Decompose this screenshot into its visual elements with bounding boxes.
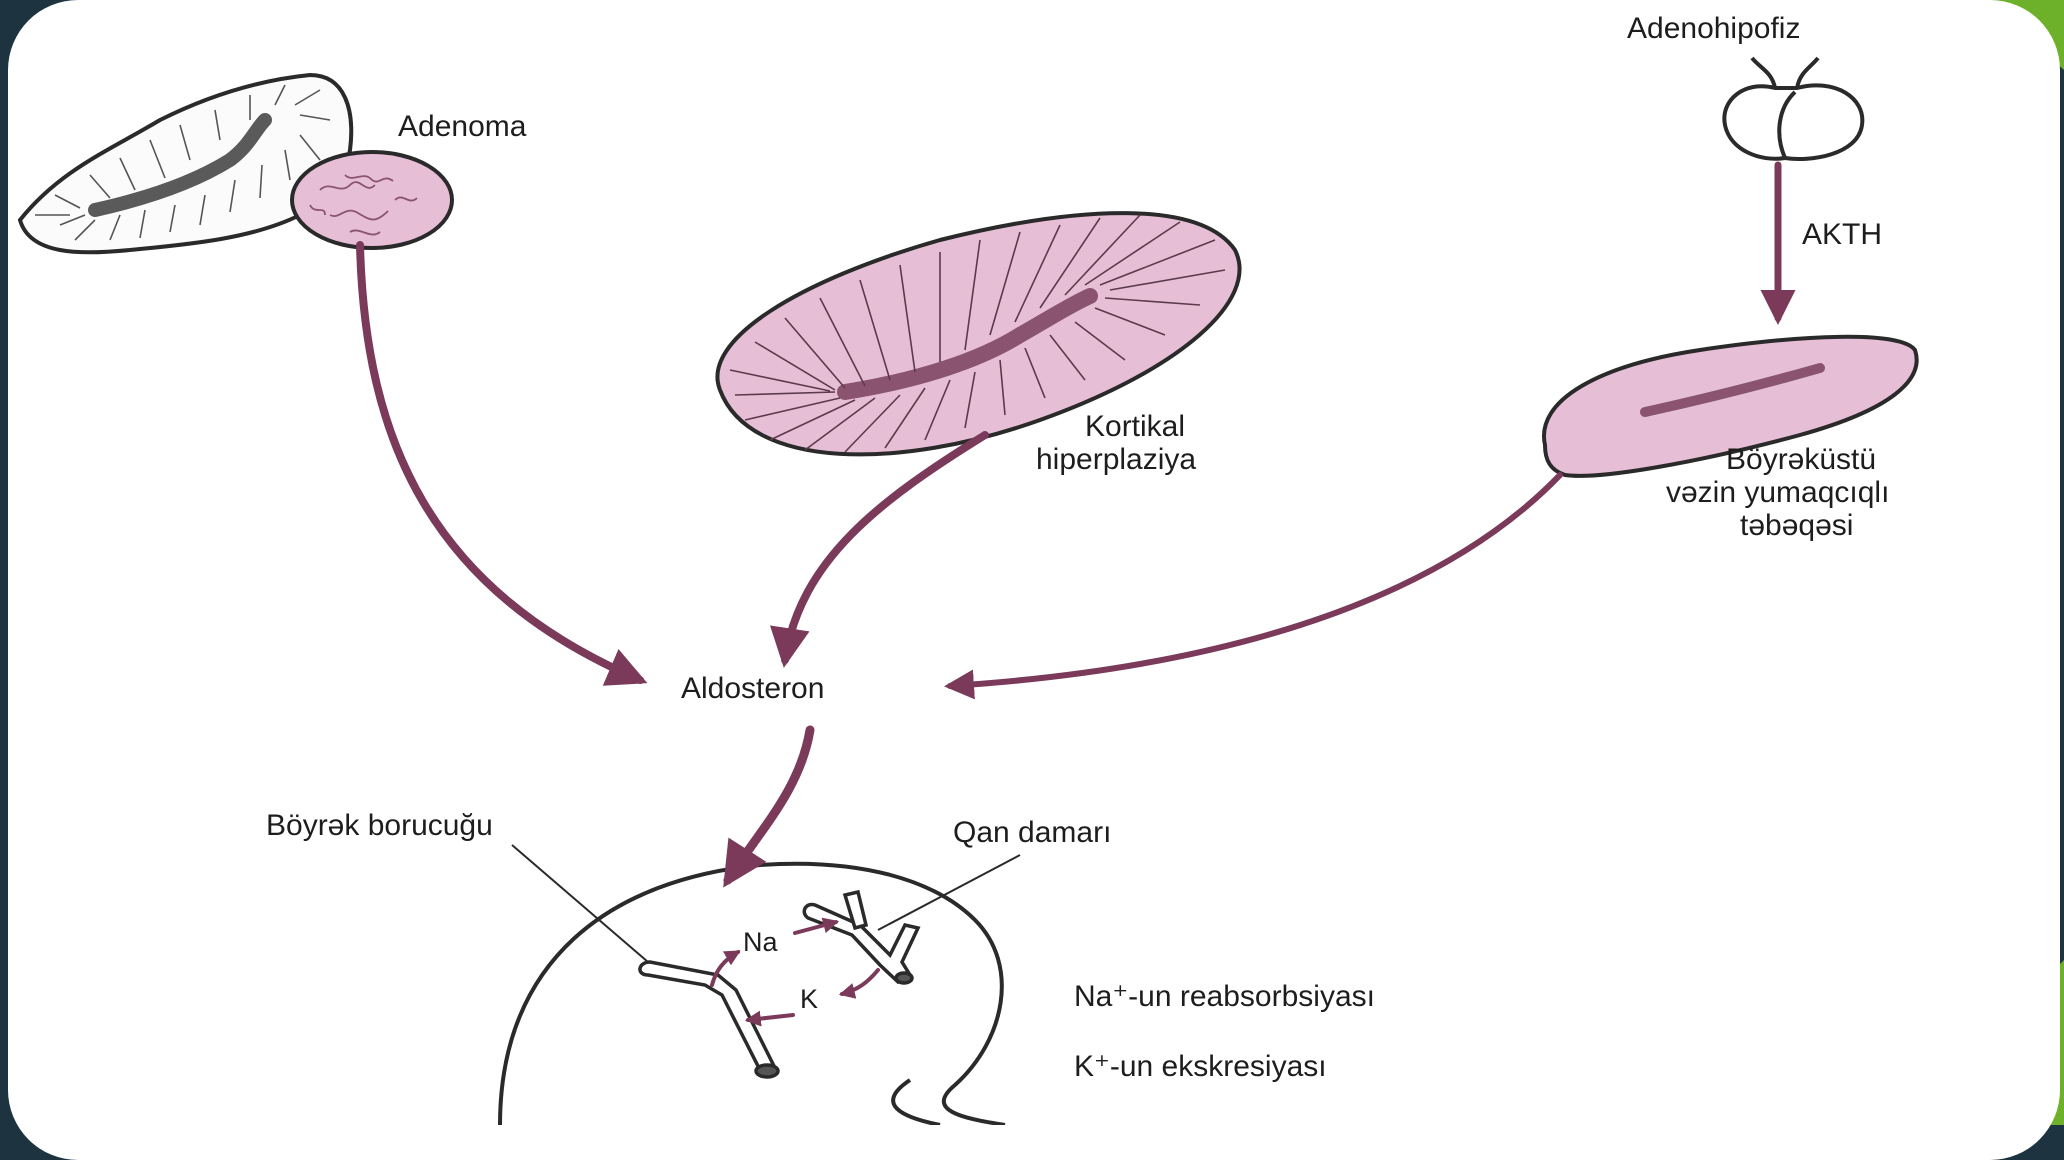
pituitary-illustration bbox=[1724, 58, 1862, 159]
label-boyrek-borucugu: Böyrək borucuğu bbox=[266, 809, 493, 843]
arrow-k-to-tubule bbox=[748, 1015, 793, 1020]
label-adenoma: Adenoma bbox=[398, 110, 526, 144]
label-na-reabsorbsiya: Na⁺-un reabsorbsiyası bbox=[1074, 980, 1375, 1014]
label-tebeqesi: təbəqəsi bbox=[1740, 509, 1853, 543]
arrow-hyperplasia-to-aldosteron bbox=[785, 435, 985, 660]
pituitary-stalk bbox=[1752, 58, 1818, 88]
arrow-glomerulosa-to-aldosteron bbox=[950, 475, 1560, 686]
arrow-aldosteron-to-kidney bbox=[728, 730, 810, 880]
arrow-adenoma-to-aldosteron bbox=[360, 245, 640, 680]
label-kortikal: Kortikal bbox=[1085, 410, 1185, 444]
label-hiperplaziya: hiperplaziya bbox=[1036, 443, 1196, 477]
label-k: K bbox=[800, 982, 818, 1016]
label-aldosteron: Aldosteron bbox=[681, 672, 824, 706]
label-adenohipofiz: Adenohipofiz bbox=[1627, 12, 1800, 46]
label-boyrekustu: Böyrəküstü bbox=[1726, 443, 1876, 477]
slide: Adenoma Adenohipofiz AKTH Kortikal hiper… bbox=[0, 0, 2064, 1125]
label-na: Na bbox=[743, 925, 778, 959]
kidney-inner-curve bbox=[893, 1080, 940, 1125]
label-akth: AKTH bbox=[1802, 218, 1882, 252]
aldosterone-diagram bbox=[0, 0, 2064, 1125]
arrow-vessel-to-k bbox=[842, 970, 878, 994]
label-k-ekskresiya: K⁺-un ekskresiyası bbox=[1074, 1050, 1327, 1084]
blood-vessel bbox=[804, 892, 918, 983]
label-vezin-yumaqcigli: vəzin yumaqcıqlı bbox=[1666, 476, 1889, 510]
adenoma-gland-illustration bbox=[20, 75, 452, 252]
label-qan-damari: Qan damarı bbox=[953, 816, 1111, 850]
